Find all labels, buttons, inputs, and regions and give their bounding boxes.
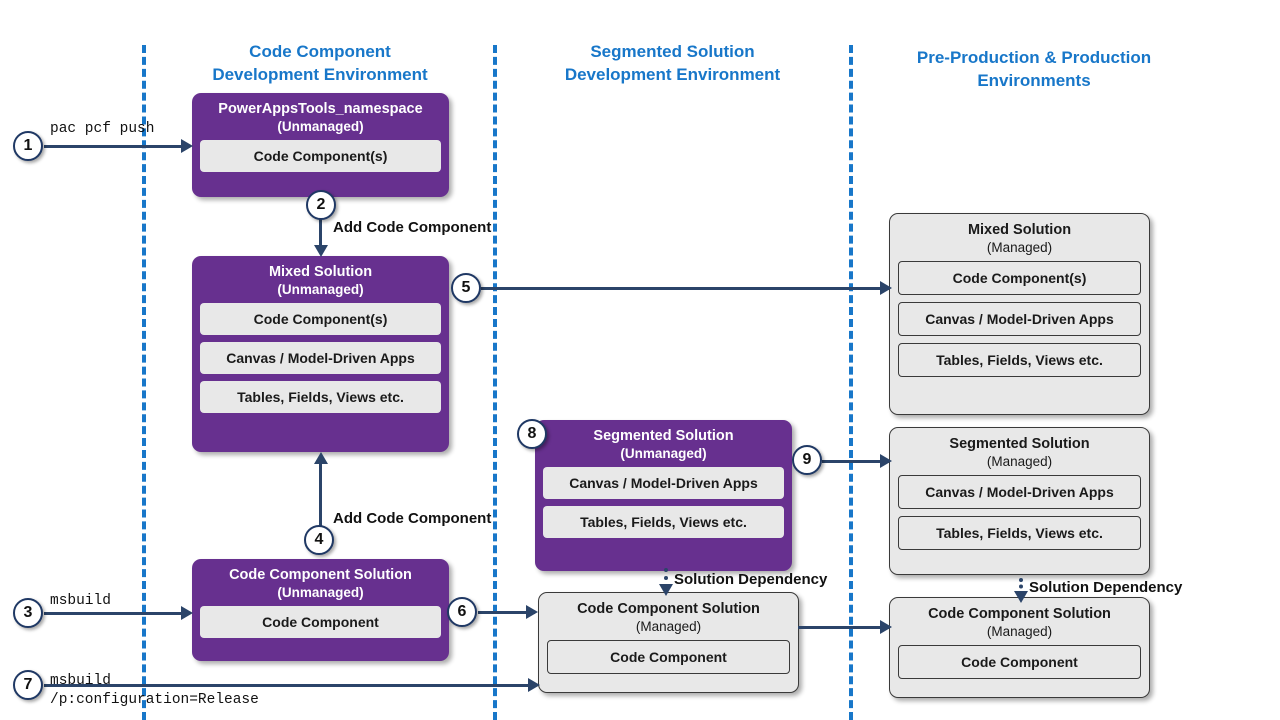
lane-title-line1: Segmented Solution [590,42,755,61]
box-state-text: (Managed) [635,619,702,634]
connector-step-6 [478,611,535,614]
connector-step-9 [822,460,889,463]
connector-step-3 [44,612,184,615]
box-item[interactable]: Code Component(s) [200,140,441,172]
lane-title-line1: Pre-Production & Production [916,48,1152,67]
connector-step-7 [44,684,536,687]
box-item[interactable]: Code Component [200,606,441,638]
box-item[interactable]: Tables, Fields, Views etc. [200,381,441,413]
arrowhead-step-5 [880,281,892,295]
command-line-2: /p:configuration=Release [50,692,259,708]
lane-title-preprod-production: Pre-Production & Production Environments [858,46,1210,92]
command-label-msbuild-release: msbuild/p:configuration=Release [50,672,259,710]
lane-divider-2 [493,45,497,720]
box-title: Segmented Solution (Managed) [890,428,1149,475]
dependency-line-right [1019,578,1023,595]
box-item[interactable]: Tables, Fields, Views etc. [898,343,1141,377]
box-item[interactable]: Canvas / Model-Driven Apps [200,342,441,374]
box-state-text: (Unmanaged) [277,119,364,134]
box-title: PowerAppsTools_namespace (Unmanaged) [192,93,449,140]
box-state-text: (Managed) [986,624,1053,639]
step-circle-3[interactable]: 3 [13,598,43,628]
lane-divider-3 [849,45,853,720]
box-item[interactable]: Tables, Fields, Views etc. [543,506,784,538]
lane-title-line2: Environments [977,71,1091,90]
arrowhead-step-3 [181,606,193,620]
step-circle-9[interactable]: 9 [792,445,822,475]
edge-label-add-code-component-bottom: Add Code Component [333,510,492,527]
step-circle-5[interactable]: 5 [451,273,481,303]
arrowhead-step-6 [526,605,538,619]
box-title: Code Component Solution (Managed) [539,593,798,640]
step-circle-1[interactable]: 1 [13,131,43,161]
command-label-pac-pcf-push: pac pcf push [50,121,155,137]
box-state-text: (Managed) [986,454,1053,469]
edge-label-add-code-component-top: Add Code Component [333,219,492,236]
box-mixed-solution-managed[interactable]: Mixed Solution (Managed) Code Component(… [889,213,1150,415]
arrowhead-step-1 [181,139,193,153]
box-item[interactable]: Canvas / Model-Driven Apps [543,467,784,499]
arrowhead-step-4 [314,452,328,464]
arrowhead-step-7 [528,678,540,692]
edge-label-solution-dependency-right: Solution Dependency [1029,579,1183,596]
step-circle-2[interactable]: 2 [306,190,336,220]
box-title: Mixed Solution (Unmanaged) [192,256,449,303]
lane-title-line2: Development Environment [212,65,428,84]
box-state-text: (Unmanaged) [277,282,364,297]
box-item[interactable]: Tables, Fields, Views etc. [898,516,1141,550]
box-state-text: (Managed) [986,240,1053,255]
lane-title-code-component: Code Component Development Environment [150,40,490,86]
box-item[interactable]: Code Component [898,645,1141,679]
arrowhead-middle-to-right-managed [880,620,892,634]
lane-title-line2: Development Environment [564,65,781,84]
lane-divider-1 [142,45,146,720]
connector-middle-to-right-managed [798,626,889,629]
box-title-text: PowerAppsTools_namespace [218,101,423,117]
connector-step-2 [319,200,322,248]
connector-step-1 [44,145,184,148]
box-title-text: Segmented Solution [949,436,1090,452]
box-segmented-solution-unmanaged[interactable]: Segmented Solution (Unmanaged) Canvas / … [535,420,792,571]
step-circle-4[interactable]: 4 [304,525,334,555]
lane-title-line1: Code Component [249,42,391,61]
box-title: Segmented Solution (Unmanaged) [535,420,792,467]
box-title: Mixed Solution (Managed) [890,214,1149,261]
lane-title-segmented-solution: Segmented Solution Development Environme… [500,40,845,86]
box-title: Code Component Solution (Managed) [890,598,1149,645]
connector-step-5 [481,287,889,290]
box-title-text: Code Component Solution [577,601,760,617]
arrowhead-step-9 [880,454,892,468]
step-circle-7[interactable]: 7 [13,670,43,700]
box-title-text: Mixed Solution [967,222,1072,238]
box-item[interactable]: Canvas / Model-Driven Apps [898,475,1141,509]
dependency-line-middle [664,568,668,588]
box-item[interactable]: Canvas / Model-Driven Apps [898,302,1141,336]
box-title: Code Component Solution (Unmanaged) [192,559,449,606]
box-mixed-solution-unmanaged[interactable]: Mixed Solution (Unmanaged) Code Componen… [192,256,449,452]
box-code-component-solution-unmanaged[interactable]: Code Component Solution (Unmanaged) Code… [192,559,449,661]
box-state-text: (Unmanaged) [277,585,364,600]
box-title-text: Mixed Solution [268,264,373,280]
box-title-text: Code Component Solution [928,606,1111,622]
box-item[interactable]: Code Component(s) [200,303,441,335]
command-label-msbuild: msbuild [50,593,111,609]
edge-label-solution-dependency-middle: Solution Dependency [674,571,828,588]
box-item[interactable]: Code Component(s) [898,261,1141,295]
box-title-text: Code Component Solution [229,567,412,583]
dependency-arrowhead-middle [659,584,673,596]
box-item[interactable]: Code Component [547,640,790,674]
step-circle-8[interactable]: 8 [517,419,547,449]
arrowhead-step-2 [314,245,328,257]
box-segmented-solution-managed[interactable]: Segmented Solution (Managed) Canvas / Mo… [889,427,1150,575]
box-powerapps-tools-namespace[interactable]: PowerAppsTools_namespace (Unmanaged) Cod… [192,93,449,197]
box-code-component-solution-managed-right[interactable]: Code Component Solution (Managed) Code C… [889,597,1150,698]
dependency-arrowhead-right [1014,591,1028,603]
box-title-text: Segmented Solution [593,428,734,444]
box-code-component-solution-managed-middle[interactable]: Code Component Solution (Managed) Code C… [538,592,799,693]
box-state-text: (Unmanaged) [620,446,707,461]
connector-step-4 [319,462,322,544]
step-circle-6[interactable]: 6 [447,597,477,627]
